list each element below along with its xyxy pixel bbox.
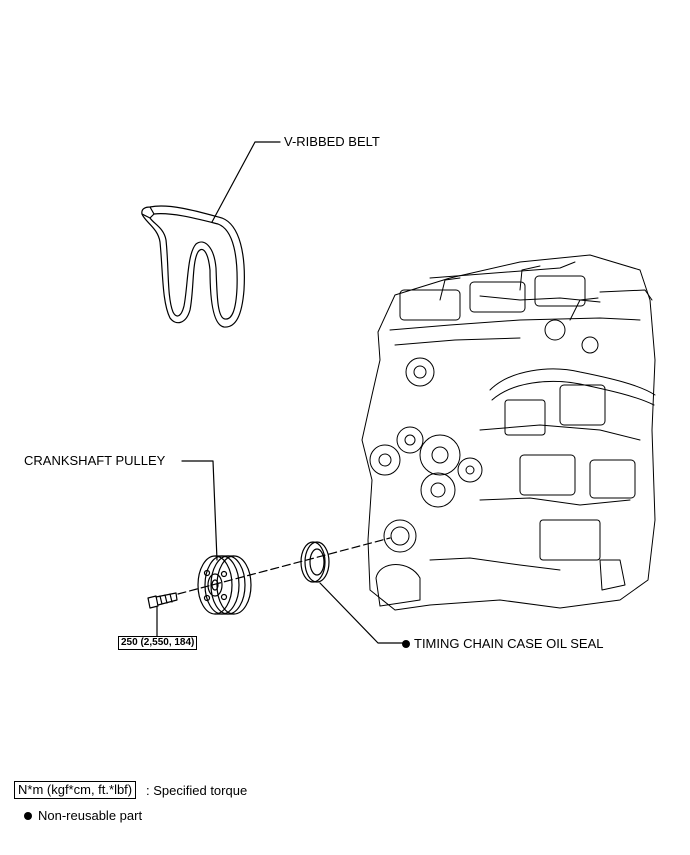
bolt-torque-spec: 250 (2,550, 184) xyxy=(118,636,198,650)
legend-bullet-icon xyxy=(24,812,32,820)
belt-leader-line xyxy=(211,141,281,223)
legend-torque-unit: N*m (kgf*cm, ft.*lbf) xyxy=(14,781,137,799)
timing-chain-case-oil-seal-label: TIMING CHAIN CASE OIL SEAL xyxy=(414,636,604,651)
v-ribbed-belt xyxy=(141,205,245,328)
non-reusable-bullet-icon xyxy=(402,640,410,648)
pulley-bolt xyxy=(147,592,178,609)
engine-assembly xyxy=(361,254,656,611)
timing-chain-case-oil-seal xyxy=(300,541,330,583)
alignment-centerline xyxy=(177,537,391,595)
v-ribbed-belt-label: V-RIBBED BELT xyxy=(284,134,380,149)
pulley-leader-line xyxy=(181,460,218,561)
legend-nonreusable-description: Non-reusable part xyxy=(38,808,143,823)
seal-leader-line xyxy=(319,582,403,644)
crankshaft-pulley-label: CRANKSHAFT PULLEY xyxy=(24,453,166,468)
legend-torque-description: : Specified torque xyxy=(146,783,248,798)
crankshaft-pulley xyxy=(197,555,252,615)
